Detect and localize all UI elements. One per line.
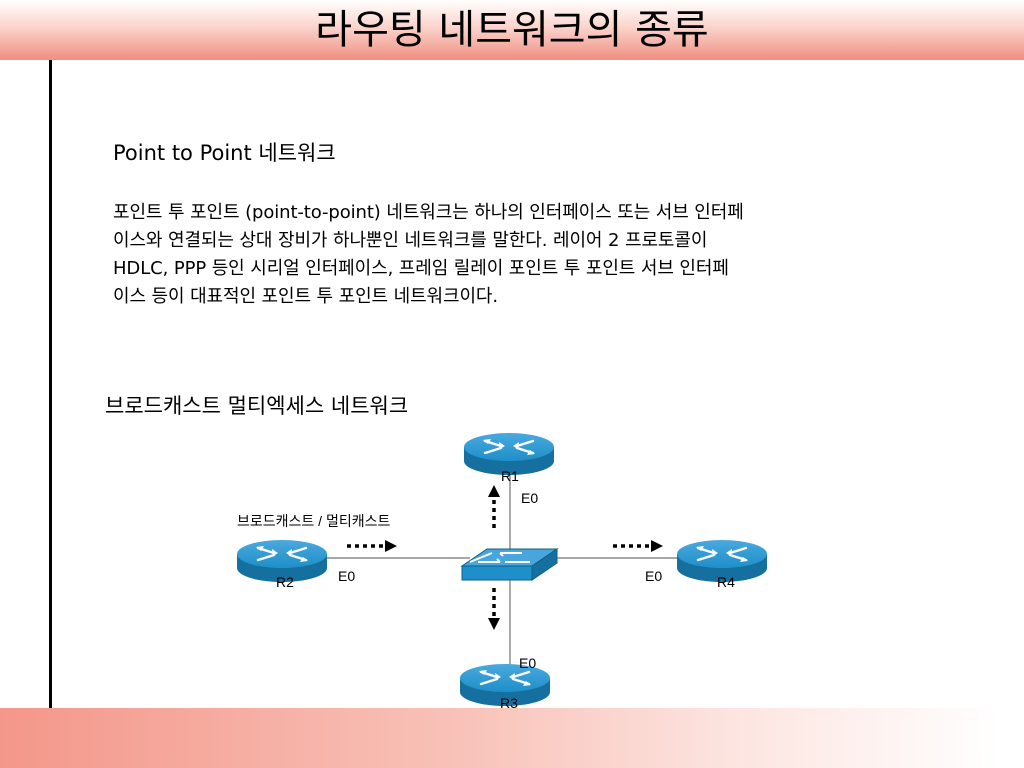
router-label-r1: R1 — [501, 468, 519, 484]
slide-title: 라우팅 네트워크의 종류 — [315, 7, 709, 53]
left-divider-line — [49, 60, 52, 708]
broadcast-heading: 브로드캐스트 멀티엑세스 네트워크 — [105, 394, 409, 418]
p2p-line: 이스와 연결되는 상대 장비가 하나뿐인 네트워크를 말한다. 레이어 2 프로… — [113, 230, 708, 251]
arrow-right-icon — [347, 540, 397, 552]
port-label-r2: E0 — [338, 568, 355, 584]
port-label-r4: E0 — [645, 568, 662, 584]
router-label-r2: R2 — [276, 574, 294, 590]
arrow-up-icon — [488, 485, 500, 528]
network-links — [320, 470, 680, 668]
p2p-line: 이스 등이 대표적인 포인트 투 포인트 네트워크이다. — [113, 286, 499, 307]
switch-icon — [460, 548, 559, 581]
port-label-r3: E0 — [519, 655, 536, 671]
arrow-down-icon — [488, 588, 500, 630]
traffic-label: 브로드캐스트 / 멀티캐스트 — [237, 513, 390, 529]
title-bar — [0, 0, 1024, 60]
p2p-paragraph: 포인트 투 포인트 (point-to-point) 네트워크는 하나의 인터페… — [113, 199, 993, 311]
arrow-right-icon — [613, 540, 663, 552]
p2p-heading: Point to Point 네트워크 — [113, 141, 336, 165]
bottom-bar — [0, 708, 1000, 768]
port-label-r1: E0 — [521, 490, 538, 506]
router-label-r3: R3 — [500, 695, 518, 711]
p2p-line: HDLC, PPP 등인 시리얼 인터페이스, 프레임 릴레이 포인트 투 포인… — [113, 258, 729, 279]
p2p-line: 포인트 투 포인트 (point-to-point) 네트워크는 하나의 인터페… — [113, 202, 744, 223]
router-label-r4: R4 — [717, 574, 735, 590]
